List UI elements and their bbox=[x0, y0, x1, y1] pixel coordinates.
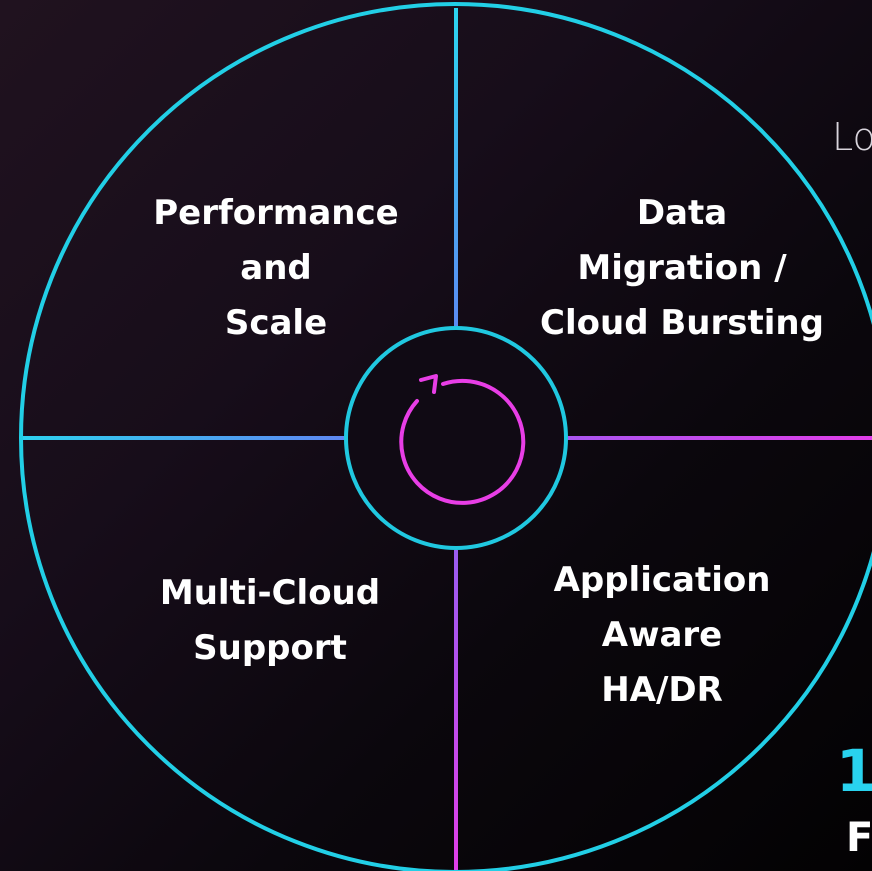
quadrant-label-performance: Performance and Scale bbox=[116, 186, 436, 351]
quadrant-label-line: Cloud Bursting bbox=[540, 303, 824, 344]
quadrant-label-line: Aware bbox=[601, 615, 723, 656]
quadrant-label-line: Scale bbox=[224, 303, 328, 344]
center-hub bbox=[344, 326, 568, 550]
quadrant-label-line: Support bbox=[193, 628, 347, 669]
quadrant-label-application-aware: Application Aware HA/DR bbox=[502, 553, 822, 718]
quadrant-label-line: Performance bbox=[153, 193, 399, 233]
quadrant-label-line: Data bbox=[636, 193, 728, 233]
outer-ring bbox=[19, 2, 872, 871]
quadrant-label-line: Application bbox=[553, 560, 771, 600]
quadrant-label-line: Multi-Cloud bbox=[159, 573, 381, 613]
quadrant-label-line: and bbox=[240, 248, 312, 289]
edge-number-fragment: 1 bbox=[836, 737, 872, 805]
edge-text-fragment-bottom-right: F bbox=[846, 815, 872, 861]
quadrant-label-multi-cloud: Multi-Cloud Support bbox=[110, 566, 430, 676]
edge-text-fragment-right-top: Lo bbox=[832, 115, 872, 159]
cycle-arrow-icon bbox=[399, 374, 526, 505]
quadrant-label-line: Migration / bbox=[577, 248, 787, 289]
quadrant-label-line: HA/DR bbox=[601, 670, 723, 711]
quadrant-label-data-migration: Data Migration / Cloud Bursting bbox=[522, 186, 842, 351]
